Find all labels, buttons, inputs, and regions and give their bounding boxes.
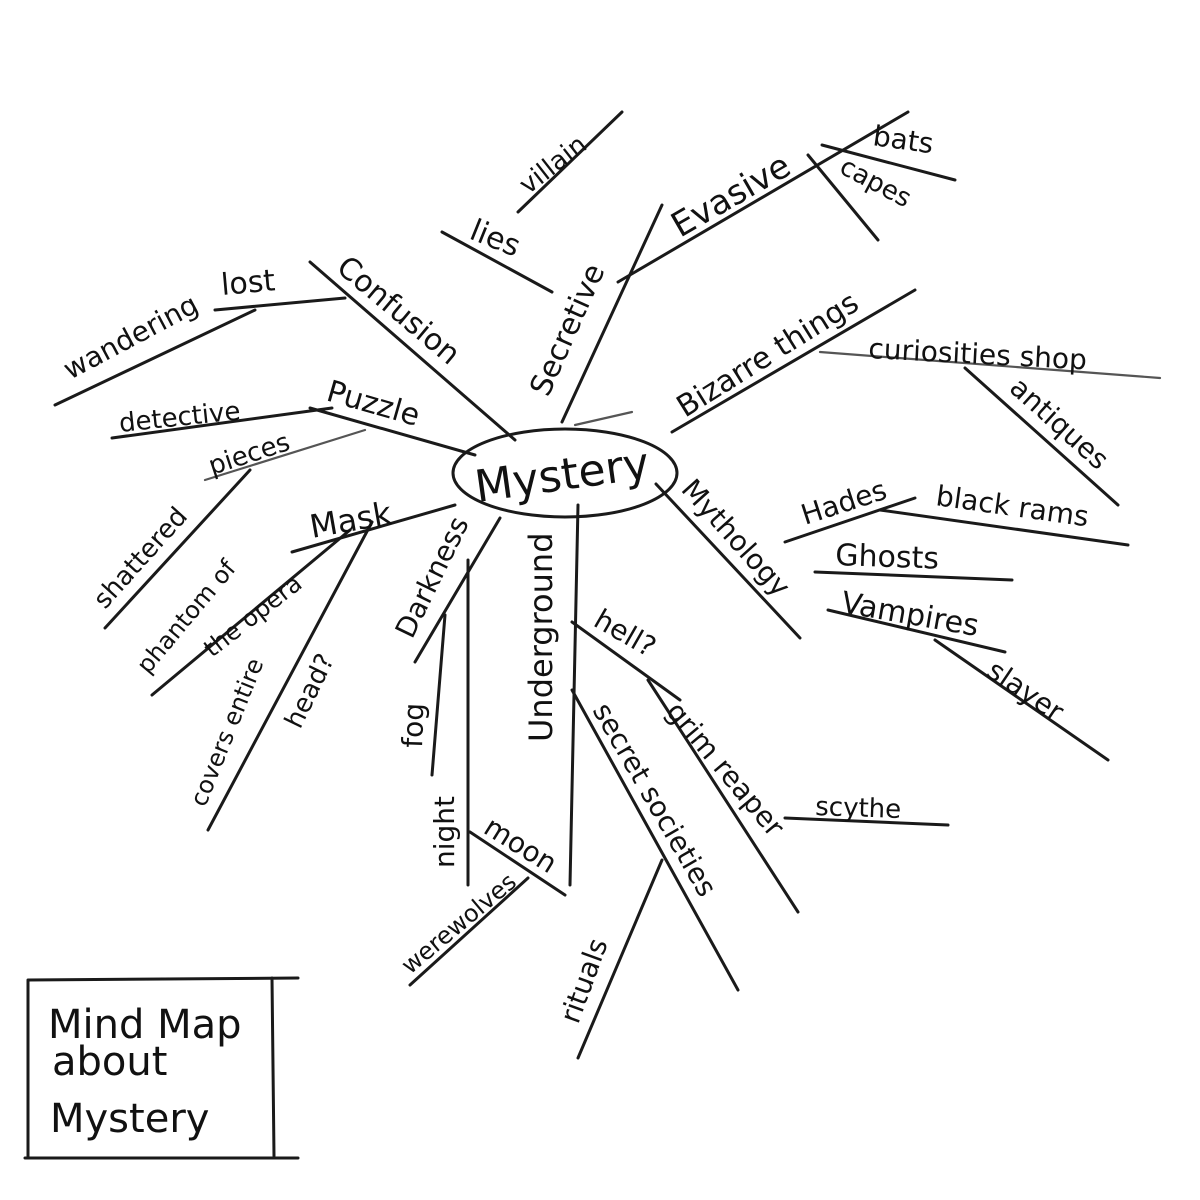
line-ghosts [813,570,1014,582]
title-box: Mind Map about Mystery [23,976,300,1160]
line-vampires [826,608,1007,654]
line-confusion [308,260,517,442]
title-line-2: about [52,1039,167,1085]
line-moon [468,830,567,897]
line-evasive [616,110,910,284]
label-slayer: slayer [981,653,1070,728]
line-curiosities [818,350,1162,380]
line-covers [206,520,374,832]
label-fog: fog [396,702,431,748]
line-secret [570,688,740,992]
label-head: head? [279,649,340,733]
center-label: Mystery [472,438,653,513]
label-rituals: rituals [554,934,615,1028]
line-bizarre [670,288,917,434]
line-black-rams [878,508,1130,547]
label-pieces: pieces [205,427,294,481]
line-puzzle [308,406,477,457]
label-bats: bats [871,119,936,160]
line-fog [430,613,447,777]
line-hell [570,620,682,702]
line-villain [516,110,624,214]
label-curiosities: curiosities shop [868,332,1088,376]
title-line-3: Mystery [50,1096,209,1142]
label-moon: moon [478,810,563,880]
line-secretive [560,203,664,424]
line-lost [213,296,347,312]
label-vampires: Vampires [839,585,982,644]
label-bizarre: Bizarre things [671,285,865,425]
label-ghosts: Ghosts [835,538,940,577]
label-secretive: Secretive [523,259,612,402]
line-antiques [963,366,1120,507]
line-darkness [413,516,502,664]
label-capes: capes [835,152,916,214]
label-wandering: wandering [58,288,204,386]
label-darkness: Darkness [389,511,476,643]
label-detective: detective [118,396,242,439]
label-lost: lost [220,263,277,303]
label-black-rams: black rams [934,479,1091,533]
line-slayer [933,638,1110,762]
label-confusion: Confusion [330,249,467,372]
label-underground: Underground [522,532,560,742]
branch-labels: Confusion lost wandering Puzzle detectiv… [58,119,1116,1027]
label-mythology: Mythology [675,473,797,603]
label-evasive: Evasive [665,146,798,246]
line-mythology [654,482,802,640]
label-werewolves: werewolves [396,868,522,980]
connector-lines [53,110,1162,1060]
line-hades [783,496,917,544]
center-node: Mystery [451,427,679,519]
label-villain: villain [514,130,593,201]
label-night: night [428,796,461,868]
title-box-frame [23,976,300,1160]
label-lies: lies [465,213,525,264]
label-mask: Mask [307,494,395,546]
line-rituals [576,858,664,1060]
line-phantom [150,528,352,697]
line-werewolves [408,876,530,987]
line-detective [110,406,334,440]
title-line-1: Mind Map [48,1002,242,1048]
center-ellipse [451,427,679,519]
line-wandering [53,308,257,407]
line-grim-reaper [646,678,800,914]
line-capes [806,153,880,242]
label-covers: covers entire [185,654,270,810]
line-shattered [103,468,252,630]
line-bats [820,143,957,182]
line-pieces [203,428,367,482]
label-antiques: antiques [1003,371,1115,476]
line-scythe [783,816,950,827]
label-hell: hell? [589,602,662,663]
label-scythe: scythe [815,792,902,825]
line-lies [440,230,554,294]
label-phantom-1: phantom of [131,554,242,679]
label-shattered: shattered [88,502,194,615]
line-mask [290,503,457,554]
line-top-mark [573,410,634,427]
